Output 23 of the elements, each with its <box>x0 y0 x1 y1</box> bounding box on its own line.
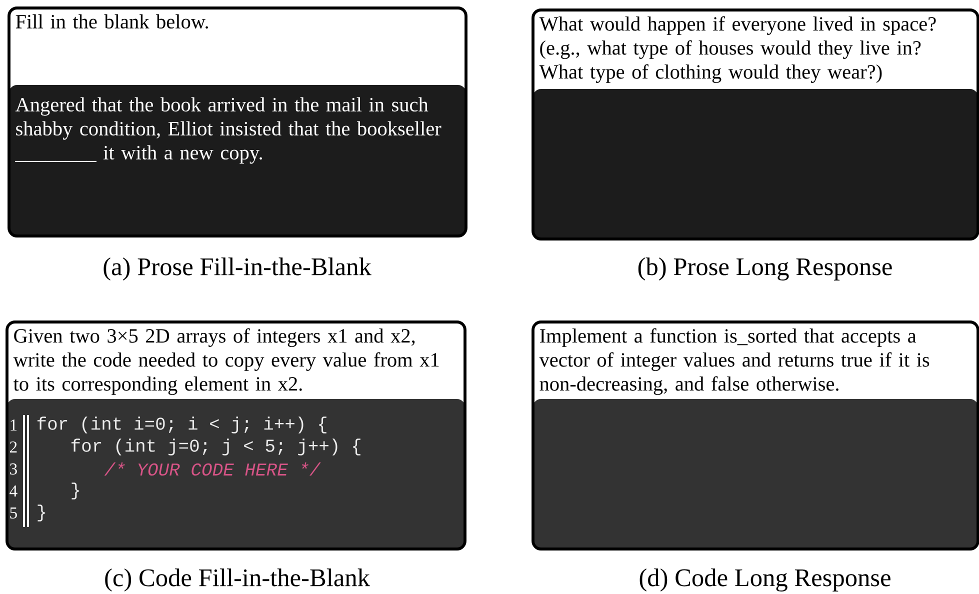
question-panel <box>6 320 466 592</box>
code-line: /* YOUR CODE HERE */ <box>104 462 321 476</box>
line-number: 1 <box>10 420 17 430</box>
panel-label: (d) Code Long Response <box>640 568 890 592</box>
line-number: 3 <box>10 463 17 475</box>
passage-text: Angered that the book arrived in the mail in such shabby condition, Elliot insisted that the bookseller ________ it with a new copy. <box>15 97 442 164</box>
panel-label: (c) Code Fill-in-the-Blank <box>105 568 370 592</box>
code-line: for (int j=0; j < 5; j++) { <box>71 438 360 456</box>
line-number: 2 <box>10 441 17 453</box>
question-panel <box>8 6 468 280</box>
prompt-text: Implement a function is_sorted that accepts a vector of integer values and returns true if it is non-decreasing, and false otherwise. <box>539 328 930 395</box>
code-line: } <box>38 504 46 522</box>
prompt-text: What would happen if everyone lived in space? (e.g., what type of houses would they live in? What type of clothing would they wear?) <box>539 16 936 83</box>
line-number: 4 <box>10 486 18 496</box>
question-panel <box>532 8 979 281</box>
panel-label: (b) Prose Long Response <box>638 258 892 281</box>
line-number: 5 <box>10 507 17 519</box>
question-panel <box>532 320 979 592</box>
panel-label: (a) Prose Fill-in-the-Blank <box>104 258 372 280</box>
code-line: } <box>72 482 80 500</box>
prompt-text: Given two 3×5 2D arrays of integers x1 and x2, write the code needed to copy every value from x1 to its corresponding element in x2. <box>13 328 439 395</box>
code-line: for (int i=0; i < j; i++) { <box>37 416 326 434</box>
prompt-text: Fill in the blank below. <box>16 14 208 29</box>
